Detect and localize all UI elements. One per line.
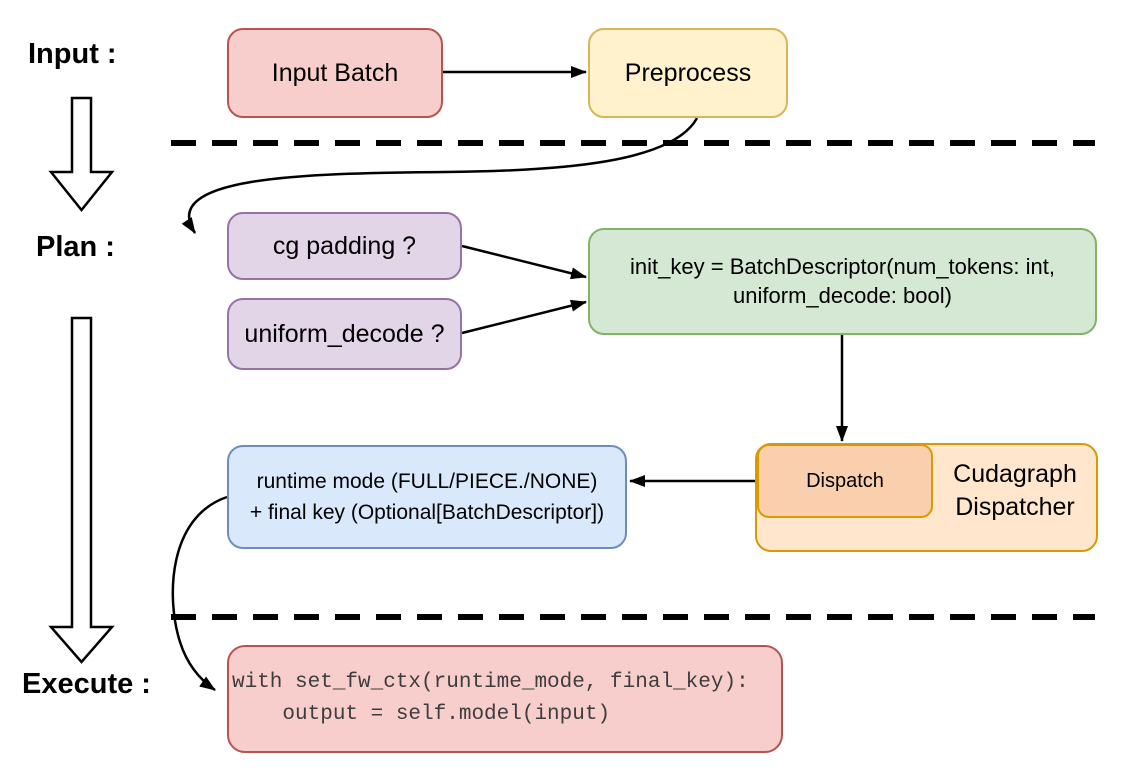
init-key-line1: init_key = BatchDescriptor(num_tokens: i… [630, 253, 1055, 279]
runtime-mode-line1: runtime mode (FULL/PIECE./NONE) [256, 470, 598, 493]
connector-cg-padding-to-init-key [461, 244, 587, 280]
dispatch-label: Dispatch [806, 470, 884, 492]
input-to-plan-block-arrow [48, 96, 115, 212]
cudagraph-dispatcher-line2: Dispatcher [955, 493, 1075, 521]
uniform-decode-label: uniform_decode ? [244, 319, 445, 348]
plan-to-execute-block-arrow [48, 316, 115, 664]
node-uniform-decode: uniform_decode ? [227, 298, 462, 370]
cg-padding-label: cg padding ? [272, 231, 417, 260]
node-runtime-mode: runtime mode (FULL/PIECE./NONE) + final … [227, 445, 627, 549]
cudagraph-dispatcher-label: Cudagraph Dispatcher [935, 458, 1095, 524]
preprocess-label: Preprocess [624, 58, 752, 87]
connector-uniform-decode-to-init-key [461, 299, 587, 335]
input-batch-label: Input Batch [271, 58, 399, 87]
node-input-batch: Input Batch [227, 28, 443, 118]
stage-label-plan: Plan : [36, 231, 115, 263]
execute-code-line2: output = self.model(input) [232, 703, 611, 726]
runtime-mode-line2: + final key (Optional[BatchDescriptor]) [249, 501, 605, 524]
connector-preprocess-to-cg-padding [181, 117, 699, 234]
node-cg-padding: cg padding ? [227, 212, 462, 280]
node-dispatch: Dispatch [757, 444, 933, 518]
node-init-key: init_key = BatchDescriptor(num_tokens: i… [588, 228, 1097, 335]
stage-label-execute: Execute : [22, 668, 151, 700]
execute-code-line1: with set_fw_ctx(runtime_mode, final_key)… [232, 671, 749, 694]
init-key-line2: uniform_decode: bool) [733, 282, 952, 308]
node-preprocess: Preprocess [588, 28, 788, 118]
connector-runtime-mode-to-execute-code [171, 495, 228, 692]
cudagraph-dispatcher-line1: Cudagraph [953, 460, 1077, 488]
node-execute-code: with set_fw_ctx(runtime_mode, final_key)… [227, 645, 783, 753]
stage-label-input: Input : [28, 38, 117, 70]
